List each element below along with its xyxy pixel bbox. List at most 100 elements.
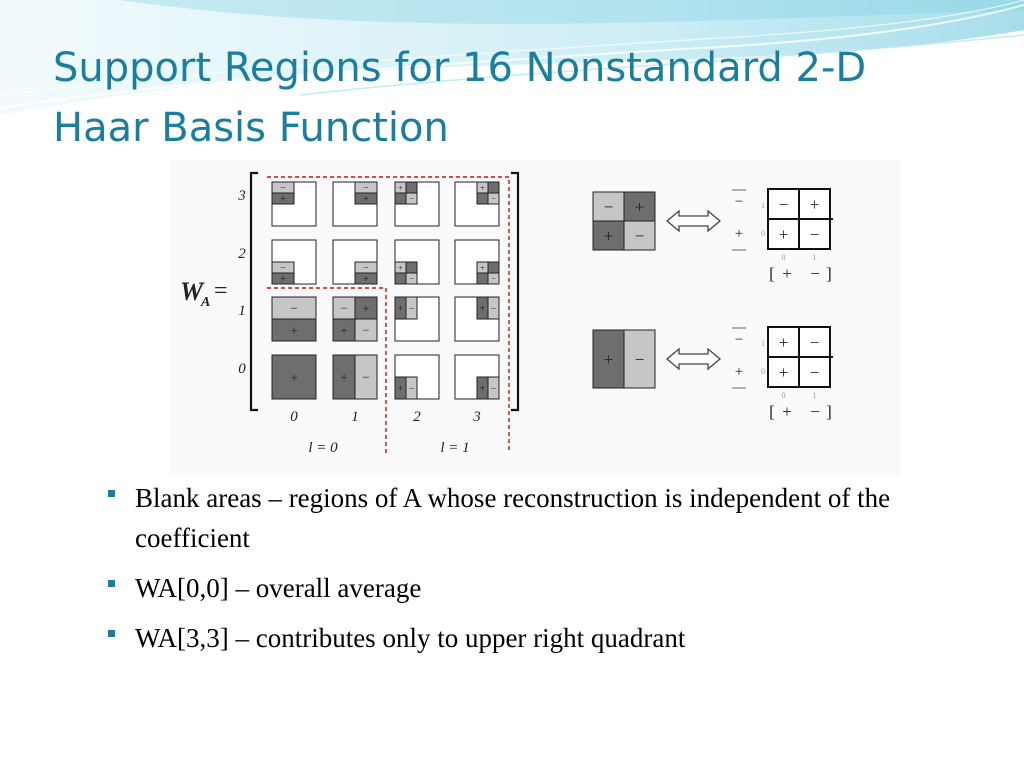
column-vector-bracket <box>732 189 746 251</box>
sign-label: + <box>363 301 370 315</box>
sign-label: − <box>363 323 370 337</box>
bullet-square-icon <box>108 490 115 497</box>
example-quadrant <box>592 191 625 222</box>
support-half <box>271 192 295 205</box>
example-half <box>623 329 656 389</box>
sign-label: + <box>363 194 369 205</box>
tick-label: 0 <box>782 391 786 400</box>
bullet-text: WA[0,0] – overall average <box>135 573 422 603</box>
sign-label: − <box>362 370 369 385</box>
support-quadrant <box>487 272 500 285</box>
sign-label: − <box>409 304 415 315</box>
sign-label: − <box>491 195 496 204</box>
row-vector-bracket: [ <box>769 264 775 283</box>
sign-label: + <box>735 364 743 380</box>
matrix-subscript: A <box>200 295 210 310</box>
sign-label: − <box>779 195 789 214</box>
col-label: 3 <box>472 409 481 425</box>
sign-label: − <box>491 304 497 315</box>
sign-label: − <box>409 275 414 284</box>
sign-label: + <box>635 198 645 217</box>
level-label: l = 0 <box>308 440 338 456</box>
sign-label: + <box>341 323 348 337</box>
support-quadrant <box>354 318 378 342</box>
sign-label: + <box>782 402 792 421</box>
sign-label: + <box>604 350 614 369</box>
matrix-label: W <box>180 277 205 306</box>
tick-label: 1 <box>813 253 817 262</box>
support-quadrant <box>405 272 418 285</box>
sign-label: − <box>341 301 348 315</box>
bullet-text: Blank areas – regions of A whose reconst… <box>135 483 891 553</box>
support-quadrant <box>487 192 500 205</box>
double-arrow-icon <box>665 209 722 233</box>
row-vector-bracket: ] <box>826 264 832 283</box>
bullet-item: Blank areas – regions of A whose reconst… <box>105 478 925 558</box>
support-half <box>487 296 500 320</box>
sign-label: − <box>280 263 286 274</box>
sign-label: − <box>363 263 369 274</box>
slide-title: Support Regions for 16 Nonstandard 2-D H… <box>53 45 867 151</box>
sign-label: − <box>290 301 297 316</box>
support-half <box>487 376 500 400</box>
sign-label: + <box>363 274 369 285</box>
sign-label: + <box>290 370 297 385</box>
example-quadrant <box>592 220 625 251</box>
sign-label: − <box>363 183 369 194</box>
support-half <box>354 354 378 400</box>
support-quadrant <box>405 261 418 274</box>
sign-label: − <box>810 363 820 382</box>
sign-label: + <box>398 384 404 395</box>
row-label: 3 <box>237 188 246 204</box>
sign-label: + <box>604 227 614 246</box>
sign-label: + <box>280 194 286 205</box>
sign-label: − <box>810 264 820 283</box>
col-label: 0 <box>290 409 298 425</box>
support-full <box>271 354 317 400</box>
example-quadrant <box>623 220 656 251</box>
level1-boundary <box>267 176 510 453</box>
support-quadrant <box>487 181 500 194</box>
sign-label: − <box>604 198 614 217</box>
sign-label: + <box>480 264 485 273</box>
support-quadrant <box>405 181 418 194</box>
tick-label: 1 <box>761 339 765 348</box>
row-vector-bracket: [ <box>769 402 775 421</box>
tick-label: 0 <box>761 229 765 238</box>
sign-label: + <box>779 333 789 352</box>
support-quadrant <box>405 192 418 205</box>
sign-label: − <box>491 384 497 395</box>
sign-label: + <box>398 264 403 273</box>
sign-label: + <box>398 184 403 193</box>
col-label: 2 <box>413 409 421 425</box>
col-label: 1 <box>351 409 359 425</box>
support-half <box>405 376 418 400</box>
bullet-item: WA[0,0] – overall average <box>105 568 925 608</box>
sign-label: + <box>340 370 347 385</box>
sign-label: + <box>782 264 792 283</box>
sign-label: + <box>290 323 297 338</box>
level0-boundary <box>267 287 387 453</box>
sign-label: − <box>810 225 820 244</box>
support-half <box>271 318 317 342</box>
double-arrow-icon <box>665 347 722 371</box>
column-vector-bracket <box>732 327 746 389</box>
support-quadrant <box>476 272 489 285</box>
tick-label: 1 <box>813 391 817 400</box>
support-quadrant <box>487 261 500 274</box>
sign-label: + <box>480 304 486 315</box>
example-quadrant <box>623 191 656 222</box>
sign-label: − <box>810 333 820 352</box>
tick-label: 0 <box>761 367 765 376</box>
sign-label: − <box>280 183 286 194</box>
sign-label: − <box>635 227 645 246</box>
header-wave-decoration <box>0 0 1024 115</box>
equals-sign: = <box>214 278 228 304</box>
tick-label: 1 <box>761 201 765 210</box>
sign-label: − <box>409 384 415 395</box>
bullet-square-icon <box>108 580 115 587</box>
